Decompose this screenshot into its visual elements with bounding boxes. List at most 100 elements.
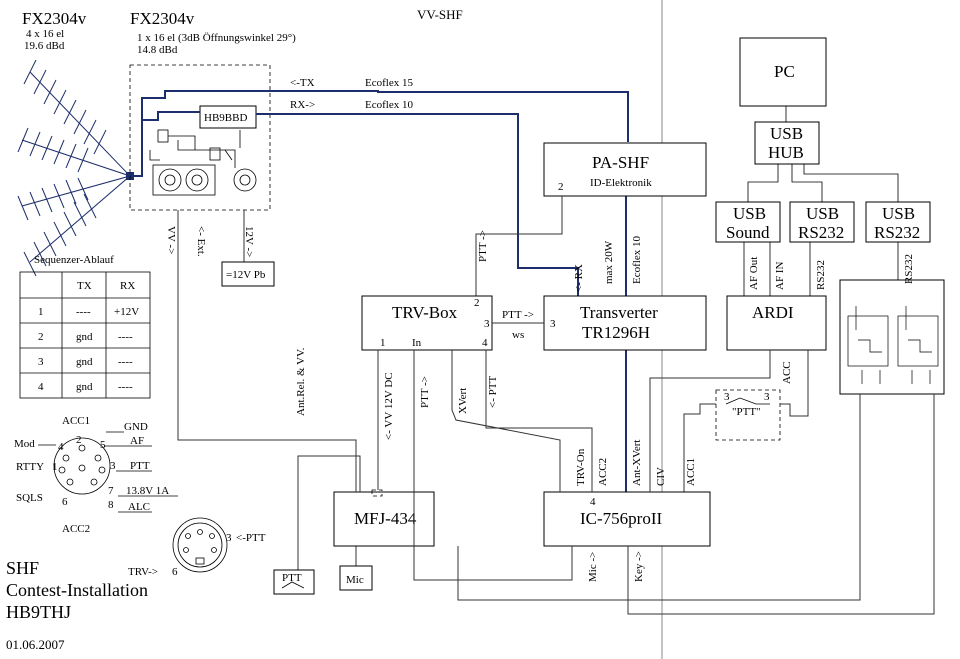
relay-board-box — [839, 279, 945, 395]
sequence-header-rx: RX — [120, 280, 135, 292]
trv-on-label: TRV-On — [575, 448, 587, 486]
footer-date: 01.06.2007 — [6, 637, 65, 652]
hb9bbd-label: HB9BBD — [204, 112, 247, 124]
diagram-title: VV-SHF — [417, 7, 463, 22]
antenna-left-name: FX2304v — [22, 9, 87, 28]
mfj-434-box — [333, 491, 435, 547]
ptt-relay-pin3: 3 — [724, 391, 730, 403]
bottom-wire-1 — [457, 394, 861, 601]
v12-label: 12V -> — [243, 226, 255, 257]
pa-shf-sub: ID-Elektronik — [590, 177, 652, 189]
acc-pin4: 4 — [58, 441, 64, 453]
usb-rs232-a-line1: USB — [806, 204, 839, 223]
pa-shf-box — [543, 142, 707, 197]
ptt-relay-label: "PTT" — [732, 406, 761, 418]
key-conn-label: Key -> — [633, 551, 645, 582]
civ-label: CIV — [655, 467, 667, 486]
trv-pin2: 2 — [474, 297, 480, 309]
acc-138v-label: 13.8V 1A — [126, 485, 169, 497]
coax-antenna-hb9bbd — [142, 111, 200, 121]
ant-xvert-label: Ant-XVert — [631, 440, 643, 486]
rx-label: RX-> — [290, 99, 315, 111]
trv-pin3: 3 — [484, 318, 490, 330]
pc-box — [739, 37, 827, 107]
coax-tx-ecoflex15 — [134, 90, 629, 177]
din-ptt-label: <-PTT — [236, 532, 266, 544]
bottom-wire-2 — [627, 394, 935, 615]
ic756-box — [543, 491, 711, 547]
hub-rs232b-wire — [803, 164, 899, 202]
transverter-line2: TR1296H — [582, 323, 650, 342]
tx-cable-label: Ecoflex 15 — [365, 77, 413, 89]
sequence-cell: 4 — [38, 381, 44, 393]
acc2-label: ACC2 — [62, 523, 90, 535]
vv12vdc-label: <- VV 12V DC — [383, 372, 395, 440]
pc-label: PC — [774, 62, 795, 81]
acc-leader-lines — [38, 431, 178, 513]
acc-af-label: AF — [130, 435, 144, 447]
sequence-cell: ---- — [118, 356, 133, 368]
sequence-cell: 3 — [38, 356, 44, 368]
sequence-header-tx: TX — [77, 280, 92, 292]
sequence-cell: 1 — [38, 306, 44, 318]
din-pin3: 3 — [226, 532, 232, 544]
ptt-switch-icon — [281, 581, 305, 589]
antenna-right-spec2: 14.8 dBd — [137, 44, 178, 56]
relay-board-circuit-icon — [847, 306, 939, 384]
sequence-table: TX RX 1 ---- +12V 2 gnd ---- 3 gnd ---- … — [19, 271, 151, 399]
ptt-switch-label: PTT — [282, 572, 302, 584]
acc1-wire-label: ACC1 — [685, 458, 697, 486]
usb-hub-box — [754, 121, 820, 165]
af-out-label: AF Out — [748, 257, 760, 290]
acc-pin3: 3 — [110, 460, 116, 472]
mic-label: Mic — [346, 574, 364, 586]
hb9bbd-box — [199, 105, 257, 129]
ptt-relay-box — [715, 389, 781, 441]
usb-rs232-b-line1: USB — [882, 204, 915, 223]
sequence-cell: +12V — [114, 306, 139, 318]
usb-rs232-a-line2: RS232 — [798, 223, 844, 242]
hub-sound-wire — [747, 164, 779, 202]
sequence-cell: 2 — [38, 331, 44, 343]
ardi-label: ARDI — [752, 303, 794, 322]
coax-rx-ecoflex10 — [256, 113, 579, 296]
pa-shf-pin: 2 — [558, 181, 564, 193]
usb-hub-line2: HUB — [768, 143, 804, 162]
transverter-pin3: 3 — [550, 318, 556, 330]
acc-gnd-label: GND — [124, 421, 148, 433]
ptt-arrow-label: PTT -> — [419, 376, 431, 408]
mfj-434-label: MFJ-434 — [354, 509, 417, 528]
relay-icon — [149, 129, 257, 196]
rx-down-label: <- RX — [573, 264, 585, 292]
usb-sound-line1: USB — [733, 204, 766, 223]
transverter-line1: Transverter — [580, 303, 658, 322]
trv-pin1: 1 — [380, 337, 386, 349]
sequence-cell: gnd — [76, 356, 93, 368]
usb-rs232-a-box — [789, 201, 855, 243]
civ-wire — [649, 350, 771, 492]
trv-pin4: 4 — [482, 337, 488, 349]
ant-rel-label: Ant.Rel. & VV. — [295, 347, 307, 416]
usb-sound-line2: Sound — [726, 223, 770, 242]
antenna-right-name: FX2304v — [130, 9, 195, 28]
acc-sqls-label: SQLS — [16, 492, 43, 504]
rx-cable-label: Ecoflex 10 — [365, 99, 413, 111]
ant-rel-wire — [177, 210, 357, 492]
din-connector-icon — [172, 517, 228, 573]
acc1-label: ACC1 — [62, 415, 90, 427]
hub-rs232a-wire — [791, 164, 823, 202]
acc-mod-label: Mod — [14, 438, 35, 450]
usb-rs232-b-line2: RS232 — [874, 223, 920, 242]
acc-pin1: 1 — [52, 461, 58, 473]
acc-pin8: 8 — [108, 499, 114, 511]
trv-in-mic-wire — [413, 350, 573, 581]
pa-shf-label: PA-SHF — [592, 153, 649, 172]
sequence-cell: gnd — [76, 381, 93, 393]
acc2-wire-label: ACC2 — [597, 458, 609, 486]
yagi-antenna-icon — [17, 59, 131, 277]
ic756-pin4: 4 — [590, 496, 596, 508]
ptt-switch-box[interactable] — [273, 569, 315, 595]
ptt-up-label: PTT -> — [477, 230, 489, 262]
mic-conn-label: Mic -> — [587, 552, 599, 582]
